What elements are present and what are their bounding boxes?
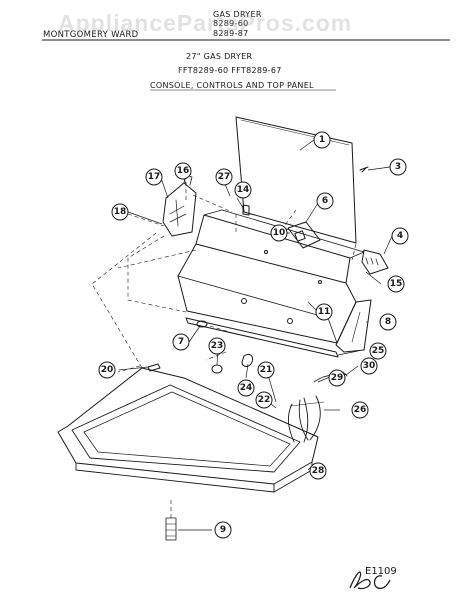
svg-text:16: 16 [177, 166, 190, 176]
header-model-top: 8289-60 [213, 19, 249, 28]
header-brand: MONTGOMERY WARD [43, 30, 139, 40]
screw-part [359, 166, 369, 173]
control-panel-backplate [235, 116, 357, 244]
svg-text:27: 27 [218, 172, 231, 182]
callout-24: 24 [237, 379, 255, 397]
svg-text:10: 10 [273, 228, 286, 238]
callout-15: 15 [387, 275, 405, 293]
callout-22: 22 [255, 391, 273, 409]
left-endcap [162, 182, 197, 237]
svg-text:29: 29 [331, 373, 344, 383]
svg-text:17: 17 [148, 172, 161, 182]
header-model-bottom: 8289-87 [213, 29, 249, 38]
svg-text:18: 18 [114, 207, 127, 217]
svg-text:24: 24 [240, 383, 253, 393]
callout-21: 21 [257, 361, 275, 379]
header-section: CONSOLE, CONTROLS AND TOP PANEL [150, 81, 314, 90]
callout-9: 9 [214, 521, 232, 539]
callout-10: 10 [270, 224, 288, 242]
svg-text:21: 21 [260, 365, 273, 375]
watermark: AppliancePartsPros.com [58, 10, 353, 36]
header-models: FFT8289-60 FFT8289-67 [178, 66, 282, 75]
callout-26: 26 [351, 401, 369, 419]
callout-16: 16 [174, 162, 192, 180]
callout-29: 29 [328, 369, 346, 387]
callout-30: 30 [360, 357, 378, 375]
svg-text:28: 28 [312, 466, 325, 476]
handwritten-initials-icon [349, 571, 391, 590]
svg-text:30: 30 [363, 361, 376, 371]
svg-text:6: 6 [322, 196, 328, 206]
svg-text:8: 8 [385, 317, 391, 327]
header-title: GAS DRYER [213, 10, 262, 19]
callout-18: 18 [111, 203, 129, 221]
svg-text:23: 23 [211, 341, 224, 351]
svg-text:1: 1 [319, 135, 325, 145]
callout-7: 7 [172, 333, 190, 351]
callout-4: 4 [391, 227, 409, 245]
svg-text:15: 15 [390, 279, 403, 289]
callout-28: 28 [309, 462, 327, 480]
callout-11: 11 [315, 303, 333, 321]
svg-text:22: 22 [258, 395, 271, 405]
callout-27: 27 [215, 168, 233, 186]
svg-text:11: 11 [318, 307, 331, 317]
header-subtitle: 27" GAS DRYER [186, 52, 253, 61]
svg-text:4: 4 [397, 231, 403, 241]
svg-text:20: 20 [101, 365, 114, 375]
timer-part [361, 249, 389, 275]
svg-text:25: 25 [372, 346, 385, 356]
callout-3: 3 [389, 158, 407, 176]
callout-14: 14 [234, 181, 252, 199]
wire-harness [287, 395, 321, 443]
callout-25: 25 [369, 342, 387, 360]
svg-text:9: 9 [220, 525, 226, 535]
diagram-code: E1109 [365, 566, 397, 577]
console-trim [185, 317, 339, 358]
svg-text:3: 3 [395, 162, 401, 172]
callout-6: 6 [316, 192, 334, 210]
svg-text:26: 26 [354, 405, 367, 415]
svg-text:7: 7 [178, 337, 184, 347]
callout-17: 17 [145, 168, 163, 186]
callout-23: 23 [208, 337, 226, 355]
callout-1: 1 [313, 131, 331, 149]
control-console [177, 243, 357, 344]
callout-8: 8 [379, 313, 397, 331]
svg-text:14: 14 [237, 185, 250, 195]
callout-20: 20 [98, 361, 116, 379]
